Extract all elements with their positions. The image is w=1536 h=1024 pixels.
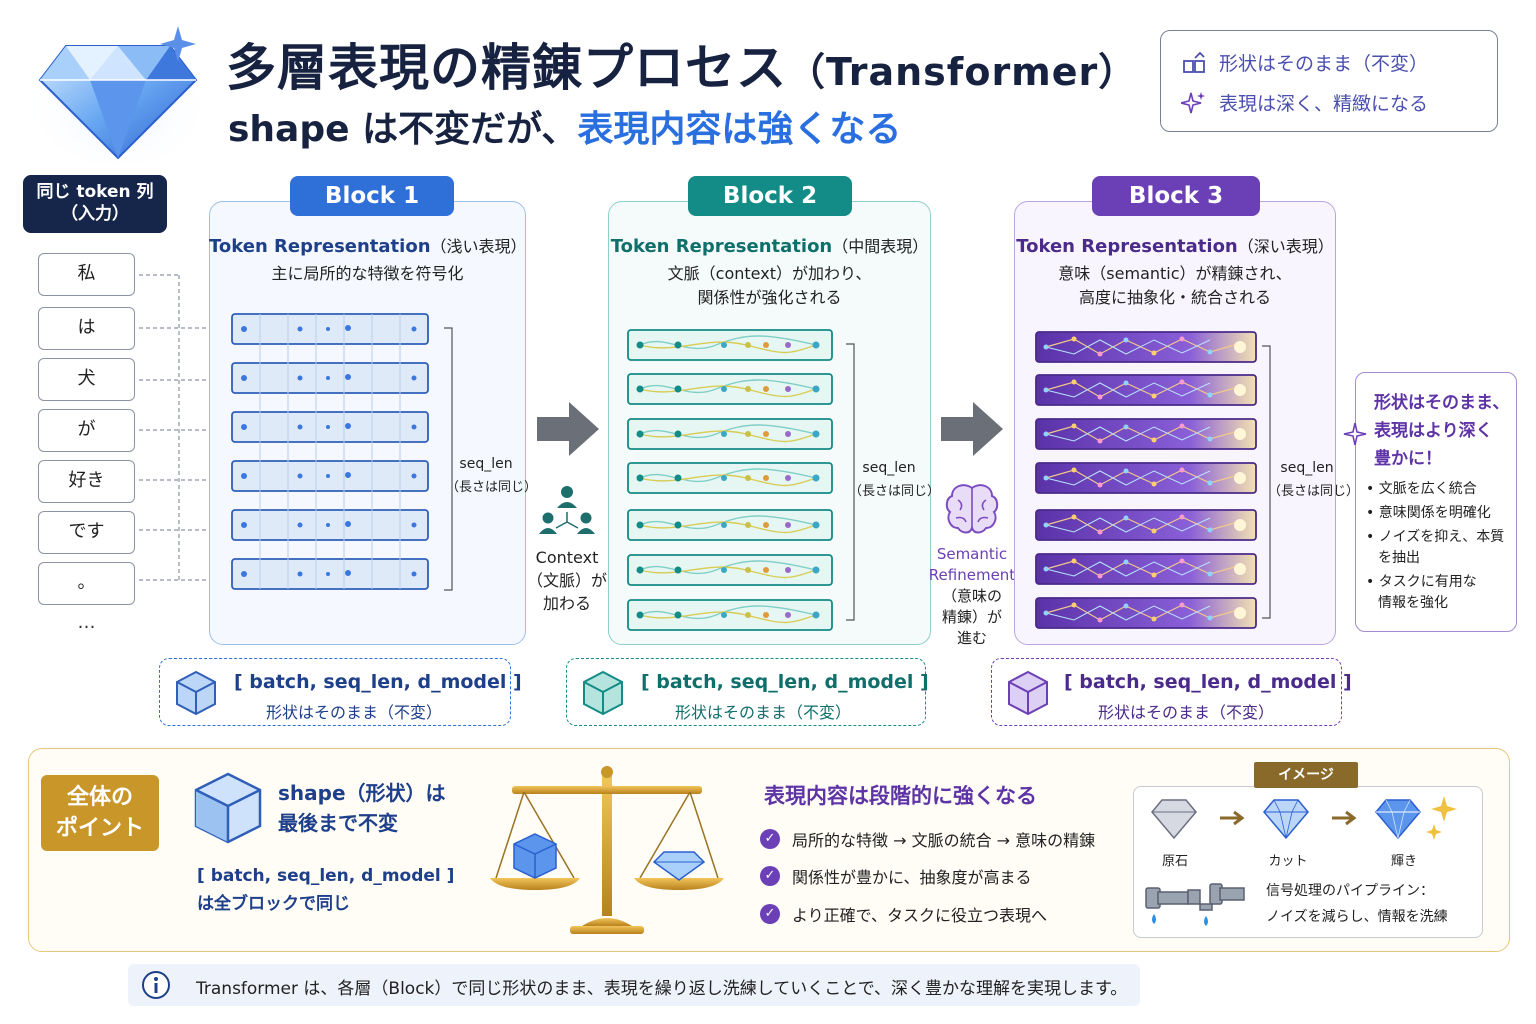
sparkle-icon (1181, 91, 1205, 113)
shape-icon (1183, 51, 1205, 73)
block-2-label: Block 2 (688, 176, 852, 216)
token-item: 犬 (38, 358, 135, 401)
legend-row-refine: 表現は深く、精緻になる (1181, 89, 1428, 116)
input-header: 同じ token 列（入力） (23, 175, 167, 233)
summary-shape-detail: [ batch, seq_len, d_model ]は全ブロックで同じ (197, 866, 455, 914)
token-item: が (38, 409, 135, 452)
block-3-label: Block 3 (1092, 176, 1260, 216)
block-1-seq-len: seq_len（長さは同じ） (446, 456, 538, 495)
page-subtitle: shape は不変だが、表現内容は強くなる (228, 109, 902, 150)
block-3-heading: Token Representation（深い表現） (1016, 236, 1334, 257)
gem-label: 輝き (1390, 854, 1417, 869)
summary-check-item: ✓局所的な特徴 → 文脈の統合 → 意味の精錬 (760, 827, 1095, 851)
check-icon: ✓ (760, 904, 780, 924)
info-icon (142, 971, 170, 999)
pipe-icon (1145, 883, 1245, 926)
block-1-heading: Token Representation（浅い表現） (209, 236, 527, 257)
analogy-tag: イメージ (1254, 762, 1358, 788)
note-item: 文脈を広く統合 (1366, 479, 1504, 500)
token-item: 。 (38, 562, 135, 605)
legend-box: 形状はそのまま（不変） 表現は深く、精緻になる (1160, 30, 1498, 132)
gem-progression-icon (1151, 796, 1457, 840)
people-network-icon (539, 486, 595, 534)
block-3-representation-bars (1035, 331, 1271, 629)
token-item: です (38, 511, 135, 554)
transition-1-label: Context（文脈）が加わる (526, 548, 607, 613)
block-1-representation-bars (231, 313, 453, 591)
token-item: 私 (38, 253, 135, 296)
block-2-heading: Token Representation（中間表現） (610, 236, 929, 257)
block-1-label: Block 1 (290, 176, 454, 216)
block-3-shape-box: [ batch, seq_len, d_model ] 形状はそのまま（不変） (991, 658, 1352, 726)
sparkle-icon (1343, 422, 1367, 446)
block-1-desc: 主に局所的な特徴を符号化 (271, 264, 464, 283)
summary-badge: 全体のポイント (41, 775, 159, 851)
gem-label: カット (1268, 854, 1308, 869)
block-2-representation-bars (627, 329, 855, 631)
page-title: 多層表現の精錬プロセス（Transformer） (226, 39, 1138, 97)
summary-rep-heading: 表現内容は段階的に強くなる (764, 784, 1037, 808)
block-2-shape-box: [ batch, seq_len, d_model ] 形状はそのまま（不変） (566, 658, 929, 726)
token-ellipsis: … (77, 612, 96, 633)
footer-text: Transformer は、各層（Block）で同じ形状のまま、表現を繰り返し洗… (196, 979, 1128, 999)
note-item: 意味関係を明確化 (1366, 503, 1504, 524)
brain-icon (945, 484, 999, 534)
token-item: 好き (38, 460, 135, 503)
legend-row-shape: 形状はそのまま（不変） (1181, 49, 1428, 76)
footer-banner (128, 964, 1140, 1006)
cube-icon (176, 670, 216, 716)
token-connectors (139, 274, 230, 581)
cube-icon (1008, 670, 1048, 716)
pipe-text: 信号処理のパイプライン：ノイズを減らし、情報を洗練 (1266, 883, 1448, 925)
check-icon: ✓ (760, 866, 780, 886)
cube-icon (194, 772, 262, 844)
block-3-desc: 意味（semantic）が精錬され、高度に抽象化・統合される (1058, 264, 1292, 307)
block-2-seq-len: seq_len（長さは同じ） (849, 460, 941, 499)
arrow-right-icon (537, 402, 599, 456)
diamond-logo-icon (30, 26, 206, 166)
balance-scale-icon (490, 766, 724, 934)
summary-check-item: ✓より正確で、タスクに役立つ表現へ (760, 902, 1047, 926)
block-1-shape-box: [ batch, seq_len, d_model ] 形状はそのまま（不変） (159, 658, 522, 726)
arrow-right-icon (941, 402, 1003, 456)
summary-shape-text: shape（形状）は最後まで不変 (278, 781, 446, 835)
block-2-desc: 文脈（context）が加わり、関係性が強化される (667, 264, 872, 307)
gem-label: 原石 (1161, 854, 1188, 869)
transition-2-label: Semantic Refinement （意味の 精錬）が 進む (928, 545, 1016, 647)
block-3-seq-len: seq_len（長さは同じ） (1268, 460, 1360, 499)
cube-icon (583, 670, 623, 716)
summary-check-item: ✓関係性が豊かに、抽象度が高まる (760, 864, 1032, 888)
check-icon: ✓ (760, 829, 780, 849)
token-item: は (38, 307, 135, 350)
